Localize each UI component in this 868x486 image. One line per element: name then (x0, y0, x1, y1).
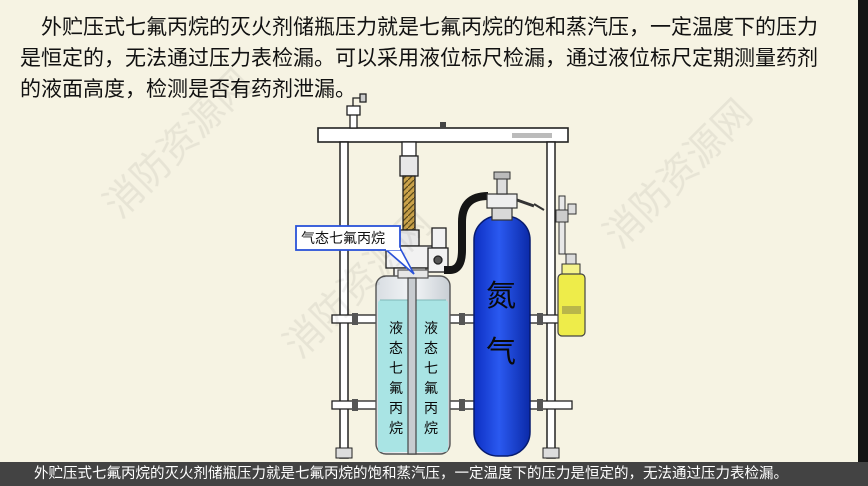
liquid-label-left: 液 态 七 氟 丙 烷 (389, 321, 403, 437)
nitrogen-hose (444, 192, 489, 274)
agent-cylinder (375, 269, 451, 455)
svg-text:态: 态 (389, 341, 403, 357)
gas-phase-callout: 气态七氟丙烷 (295, 225, 415, 275)
svg-text:液: 液 (424, 321, 438, 337)
support-frame (317, 122, 573, 459)
rail-lower (331, 400, 573, 410)
svg-text:消防资源网: 消防资源网 (95, 61, 260, 226)
rail-upper (331, 314, 573, 324)
drive-gas-bottle (557, 253, 586, 337)
subtitle-text: 外贮压式七氟丙烷的灭火剂储瓶压力就是七氟丙烷的饱和蒸汽压，一定温度下的压力是恒定… (34, 466, 788, 482)
liquid-level-gauge (407, 277, 417, 455)
svg-text:态: 态 (424, 341, 438, 357)
main-paragraph: 外贮压式七氟丙烷的灭火剂储瓶压力就是七氟丙烷的饱和蒸汽压，一定温度下的压力是恒定… (20, 15, 818, 101)
subtitle-bar (0, 462, 868, 486)
svg-text:丙: 丙 (389, 401, 403, 417)
right-post (546, 141, 556, 459)
liquid-label-right: 液 态 七 氟 丙 烷 (424, 321, 438, 437)
svg-text:氟: 氟 (389, 381, 403, 397)
svg-text:氮: 氮 (486, 279, 516, 314)
nozzle-valve (346, 93, 367, 129)
svg-text:丙: 丙 (424, 401, 438, 417)
svg-text:氟: 氟 (424, 381, 438, 397)
nitrogen-label: 氮 气 (486, 279, 516, 370)
svg-text:七: 七 (424, 361, 438, 377)
svg-text:液: 液 (389, 321, 403, 337)
nitrogen-cylinder (473, 171, 545, 457)
flexible-hose (398, 141, 420, 247)
extinguishing-system-diagram: 消防资源网 消防资源网 消防资源网 液 态 七 氟 丙 烷 液 态 七 氟 丙 … (95, 61, 761, 459)
svg-text:七: 七 (389, 361, 403, 377)
svg-text:气: 气 (486, 335, 516, 370)
pressure-line (555, 195, 577, 255)
svg-text:烷: 烷 (389, 421, 403, 437)
svg-text:消防资源网: 消防资源网 (595, 91, 760, 256)
frame-edge (858, 0, 868, 486)
svg-text:烷: 烷 (424, 421, 438, 437)
callout-text: 气态七氟丙烷 (301, 231, 385, 247)
